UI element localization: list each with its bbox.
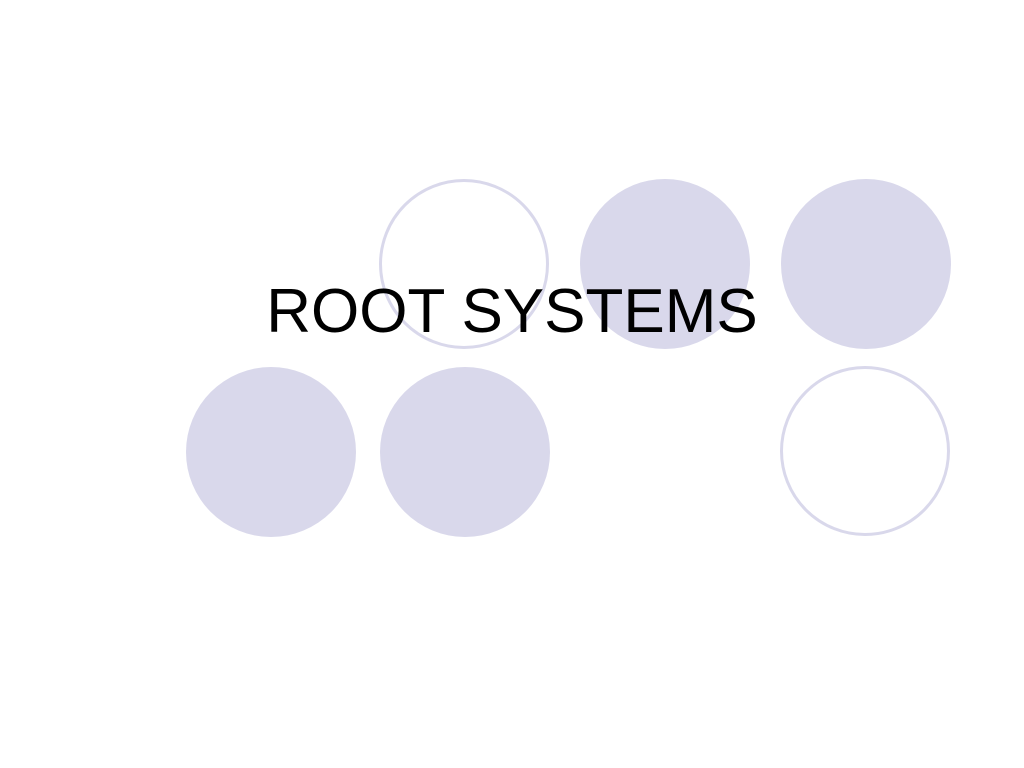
decorative-circle-filled <box>186 367 356 537</box>
decorative-circle-filled <box>580 179 750 349</box>
decorative-circle-filled <box>380 367 550 537</box>
slide-title: ROOT SYSTEMS <box>266 277 758 346</box>
decorative-circle-filled <box>781 179 951 349</box>
decorative-circle-outline <box>780 366 950 536</box>
decorative-circle-outline <box>379 179 549 349</box>
